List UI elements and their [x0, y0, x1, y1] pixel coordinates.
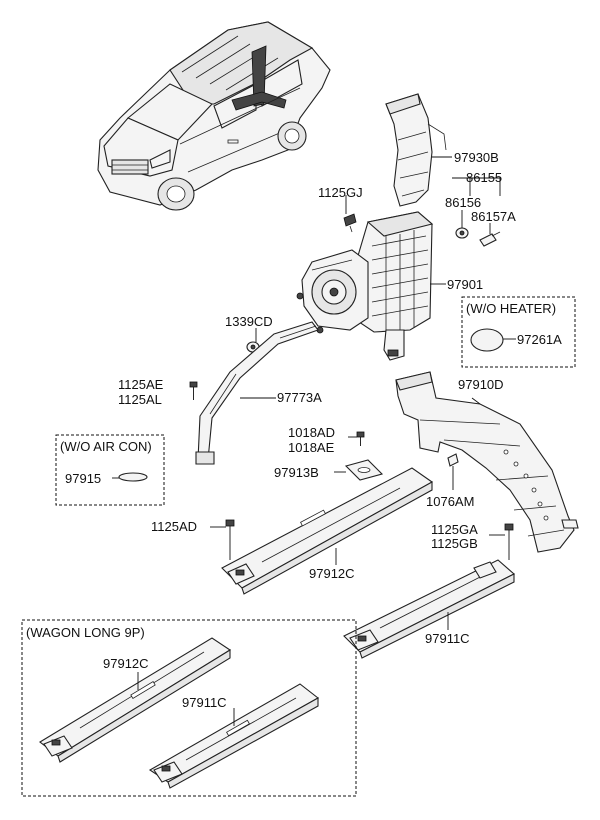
grommet-86156 [455, 227, 469, 239]
duct-97910D [395, 371, 579, 553]
label-1018AE: 1018AE [288, 440, 335, 455]
heater-unit-97901 [296, 211, 434, 361]
label-1125GJ: 1125GJ [318, 185, 363, 200]
label-1125GA: 1125GA [431, 522, 478, 537]
label-1018AD: 1018AD [288, 425, 335, 440]
label-1076AM: 1076AM [426, 494, 474, 509]
label-97901: 97901 [447, 277, 483, 292]
wo-air-con-box [55, 434, 165, 506]
bolt-1125AD [225, 519, 235, 560]
label-97910D: 97910D [458, 377, 504, 392]
wo-heater-box [461, 296, 576, 368]
label-wo-air-con: (W/O AIR CON) [60, 439, 152, 454]
label-97912C: 97912C [309, 566, 355, 581]
duct-97910D-holes [503, 449, 549, 521]
clip-1018AD [356, 431, 365, 446]
label-97911C: 97911C [425, 631, 470, 646]
label-86155: 86155 [466, 170, 502, 185]
label-86156: 86156 [445, 195, 481, 210]
label-1125AE: 1125AE [118, 377, 164, 392]
clip-1076AM [447, 453, 459, 478]
pipe-97773A [195, 321, 319, 465]
duct-97912C [221, 467, 434, 595]
label-1125GB: 1125GB [431, 536, 478, 551]
label-1339CD: 1339CD [225, 314, 273, 329]
label-97915: 97915 [65, 471, 101, 486]
label-wo-heater: (W/O HEATER) [466, 301, 556, 316]
wagon-long-box [21, 619, 357, 797]
label-97261A: 97261A [517, 332, 562, 347]
leader-lines [112, 156, 516, 726]
bracket-97913B [344, 459, 384, 481]
label-97911C-wagon: 97911C [182, 695, 227, 710]
label-86157A: 86157A [471, 209, 516, 224]
label-1125AL: 1125AL [118, 392, 162, 407]
duct-97912C-wagon [39, 637, 232, 763]
clip-86157A [479, 231, 501, 247]
duct-97911C [343, 559, 515, 659]
screw-1125GJ [343, 213, 357, 233]
label-97913B: 97913B [274, 465, 319, 480]
label-wagon-long: (WAGON LONG 9P) [26, 625, 145, 640]
duct-97930B [385, 93, 447, 207]
label-97773A: 97773A [277, 390, 322, 405]
label-97930B: 97930B [454, 150, 499, 165]
van-illustration [97, 21, 331, 211]
duct-97911C-wagon [148, 683, 319, 789]
part-labels: 97930B 86155 86156 86157A 1125GJ 97901 1… [26, 150, 562, 710]
label-1125AD: 1125AD [151, 519, 197, 534]
bolt-1125GA [504, 523, 514, 560]
label-97912C-wagon: 97912C [103, 656, 149, 671]
bolt-1125AE [189, 381, 198, 400]
